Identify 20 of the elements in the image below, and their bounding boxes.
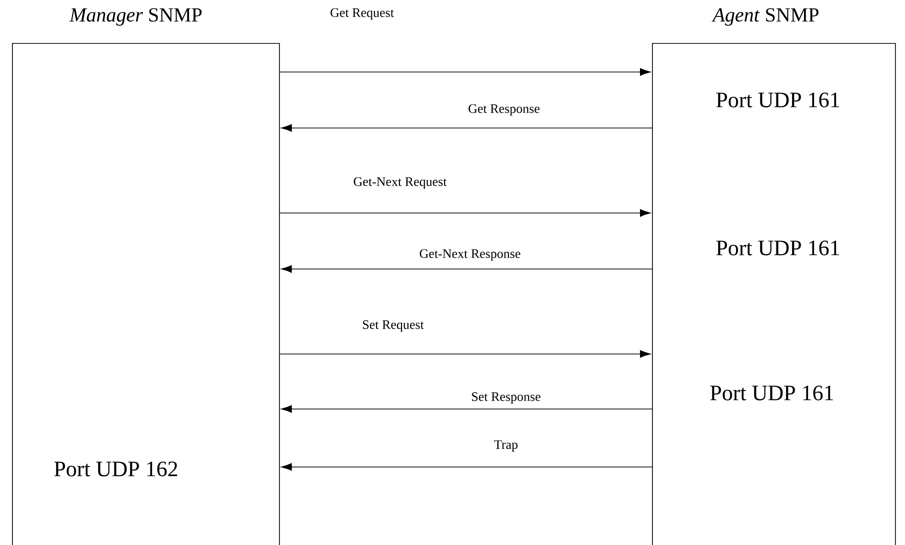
arrow bbox=[281, 405, 652, 413]
port-label: Port UDP 161 bbox=[710, 386, 833, 400]
edge-label: Trap bbox=[492, 439, 520, 453]
heading: Manager SNMP bbox=[69, 8, 202, 26]
edge-label: Get Response bbox=[467, 103, 541, 117]
arrow bbox=[279, 68, 651, 76]
edge-label: Get-Next Request bbox=[352, 176, 448, 190]
arrow bbox=[281, 463, 652, 471]
edge-label: Get-Next Response bbox=[418, 248, 522, 262]
edge-label: Get Request bbox=[329, 7, 395, 21]
port-label: Port UDP 162 bbox=[54, 462, 178, 476]
arrow bbox=[281, 265, 652, 273]
edge-label: Set Response bbox=[470, 391, 542, 405]
arrow bbox=[279, 209, 651, 217]
arrow bbox=[281, 124, 652, 132]
edge-label: Set Request bbox=[361, 319, 425, 333]
port-label: Port UDP 161 bbox=[716, 240, 839, 256]
port-label: Port UDP 161 bbox=[716, 92, 839, 108]
heading: Agent SNMP bbox=[712, 8, 818, 26]
arrow bbox=[279, 350, 651, 358]
